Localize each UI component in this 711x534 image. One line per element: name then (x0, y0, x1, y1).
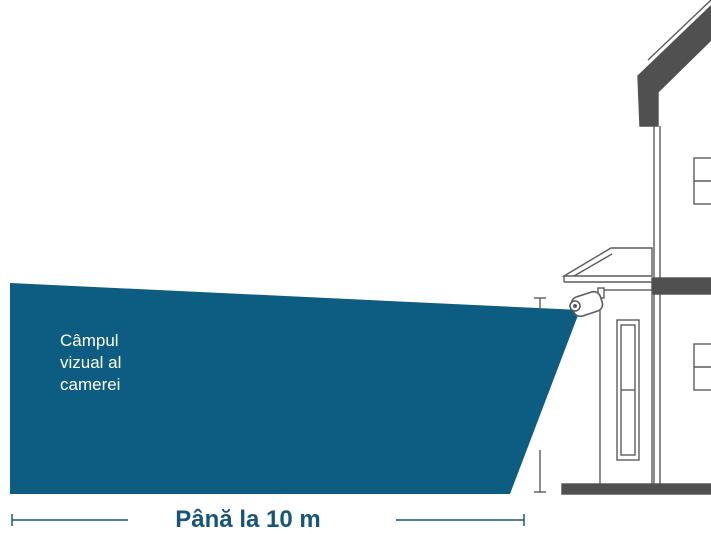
ground-band (561, 483, 711, 495)
porch-window (616, 319, 640, 461)
fov-label-line-2: vizual al (60, 353, 122, 372)
distance-dimension-line (11, 514, 525, 526)
fov-label-line-1: Câmpul (60, 331, 119, 350)
floor-band (651, 277, 711, 295)
field-of-view-area (10, 283, 580, 494)
porch-roof (561, 247, 653, 277)
main-roof (637, 5, 711, 127)
house-illustration (534, 0, 711, 495)
fov-label-line-3: camerei (60, 375, 121, 394)
field-of-view-label: Câmpul vizual al camerei (60, 330, 170, 396)
distance-label: Până la 10 m (128, 505, 368, 534)
camera-icon (569, 287, 605, 318)
